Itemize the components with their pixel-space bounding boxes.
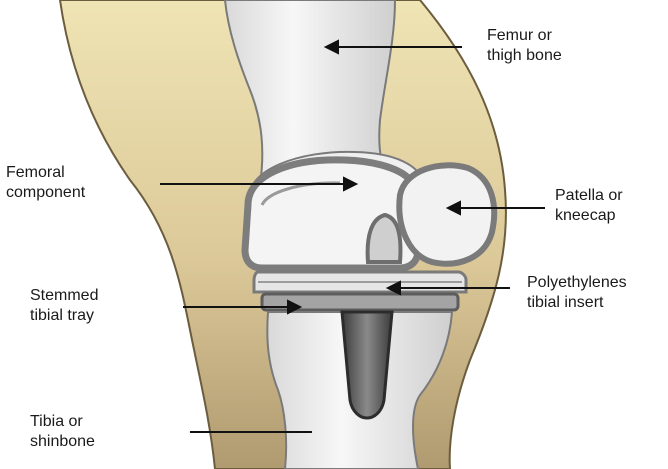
label-tibia-line2: shinbone bbox=[30, 432, 95, 452]
label-femoral-component: Femoral component bbox=[6, 163, 85, 203]
label-tray-line2: tibial tray bbox=[30, 306, 98, 326]
label-poly-line2: tibial insert bbox=[527, 293, 668, 313]
femoral-notch bbox=[368, 215, 401, 262]
label-patella: Patella or kneecap bbox=[555, 186, 623, 226]
label-poly-line1: Polyethylenes bbox=[527, 273, 668, 293]
tibial-stem bbox=[342, 312, 392, 418]
label-tibia: Tibia or shinbone bbox=[30, 412, 95, 452]
label-femur-line2: thigh bone bbox=[487, 46, 562, 66]
label-tray-line1: Stemmed bbox=[30, 286, 98, 306]
label-patella-line2: kneecap bbox=[555, 206, 623, 226]
label-femur-line1: Femur or bbox=[487, 26, 562, 46]
label-tibia-line1: Tibia or bbox=[30, 412, 95, 432]
label-tibial-tray: Stemmed tibial tray bbox=[30, 286, 98, 326]
label-polyethylene-insert: Polyethylenes tibial insert bbox=[527, 273, 668, 313]
label-femoral-line1: Femoral bbox=[6, 163, 85, 183]
label-femur: Femur or thigh bone bbox=[487, 26, 562, 66]
patella bbox=[399, 165, 494, 263]
label-femoral-line2: component bbox=[6, 183, 85, 203]
label-patella-line1: Patella or bbox=[555, 186, 623, 206]
